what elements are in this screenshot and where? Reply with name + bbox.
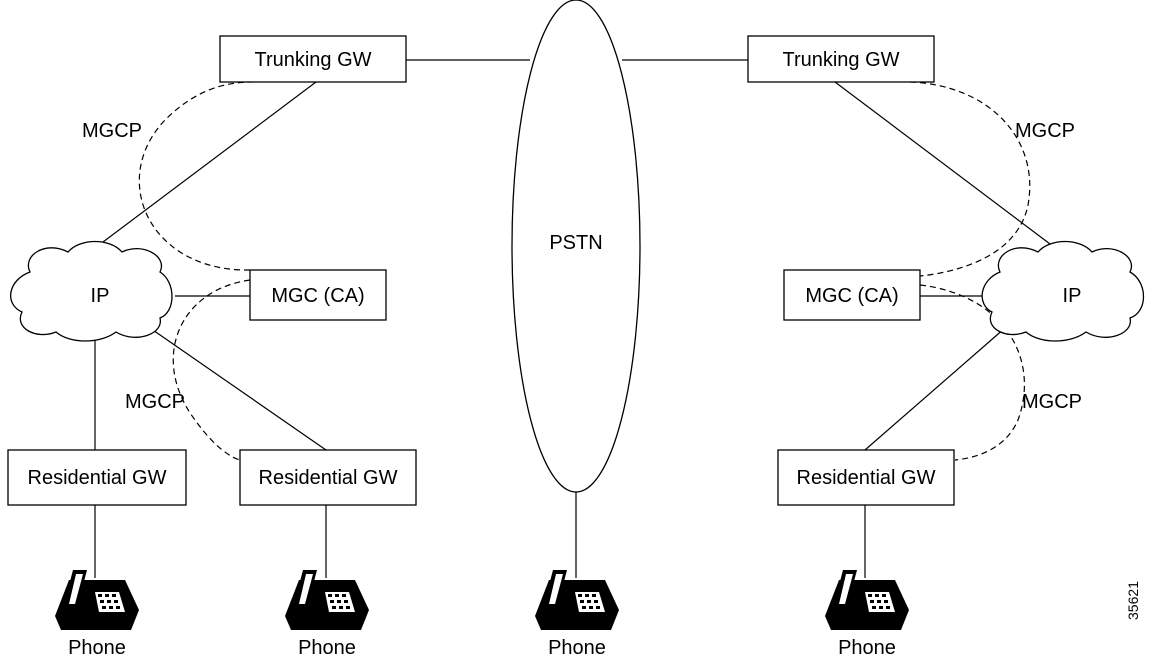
mgcp-label-right-top: MGCP [1015,120,1075,142]
phone-1-label: Phone [68,637,126,659]
link-trunking-right-ip [834,81,1059,251]
trunking-gw-left-label: Trunking GW [254,49,371,71]
phone-icon [825,570,909,630]
mgcp-arc-right-top [909,81,1031,277]
residential-gw-1-label: Residential GW [28,467,167,489]
residential-gw-3 [777,449,955,506]
mgc-left-label: MGC (CA) [271,285,364,307]
mgcp-arc-left-bottom [172,279,251,461]
ip-cloud-right [981,240,1144,342]
pstn-cloud [511,0,641,493]
residential-gw-1 [7,449,187,506]
mgcp-arc-left-top [138,81,253,271]
phone-2-label: Phone [298,637,356,659]
link-trunking-left-ip [94,81,317,249]
phone-icon [55,570,139,630]
mgcp-label-left-bottom: MGCP [125,391,185,413]
phone-icon [285,570,369,630]
phone-4-label: Phone [838,637,896,659]
ip-left-label: IP [91,285,110,307]
mgc-right [783,269,921,321]
link-ip-residential-3 [864,327,1006,451]
phone-icon [535,570,619,630]
mgc-right-label: MGC (CA) [805,285,898,307]
pstn-label: PSTN [549,232,602,254]
trunking-gw-right [747,35,935,83]
link-ip-residential-2 [149,327,327,451]
ip-cloud-left [10,240,173,342]
mgc-left [249,269,387,321]
residential-gw-3-label: Residential GW [797,467,936,489]
residential-gw-2-label: Residential GW [259,467,398,489]
trunking-gw-left [219,35,407,83]
figure-number: 35621 [1125,581,1141,620]
trunking-gw-right-label: Trunking GW [782,49,899,71]
ip-right-label: IP [1063,285,1082,307]
mgcp-label-right-bottom: MGCP [1022,391,1082,413]
residential-gw-2 [239,449,417,506]
mgcp-label-left-top: MGCP [82,120,142,142]
phone-3-label: Phone [548,637,606,659]
